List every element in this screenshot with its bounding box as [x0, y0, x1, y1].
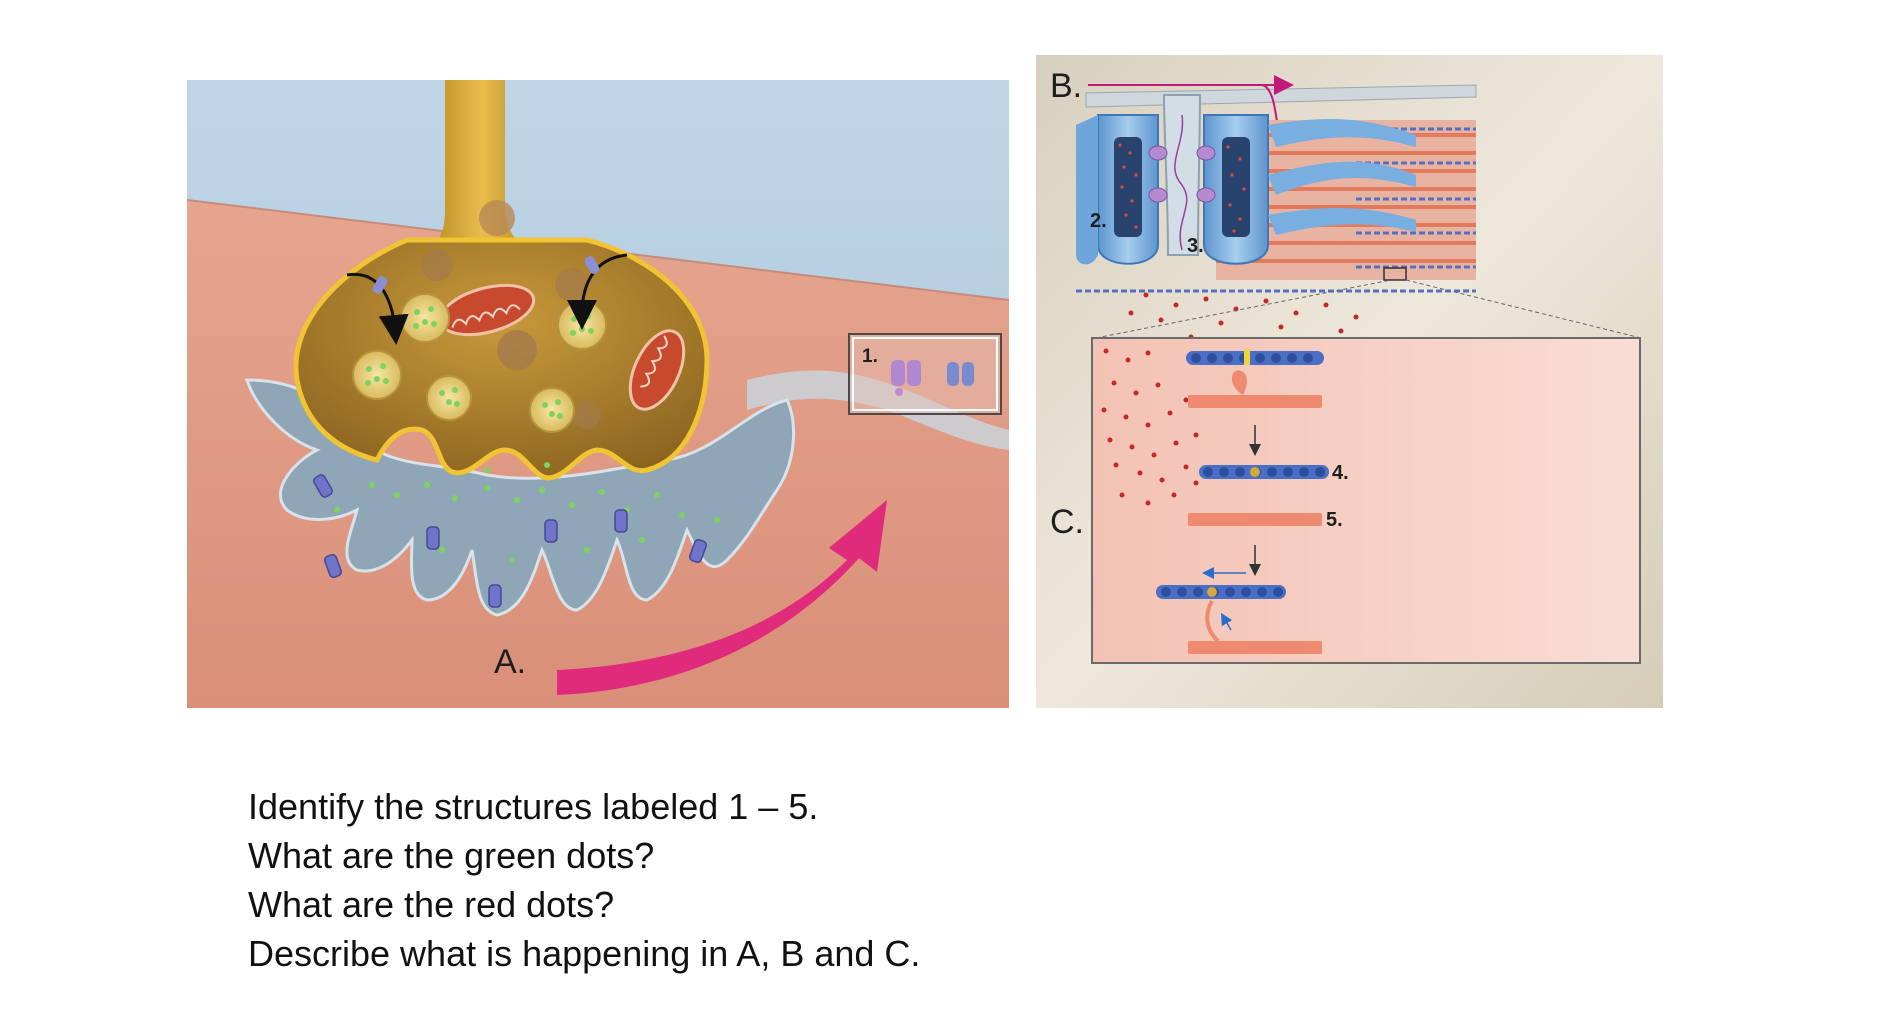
question-2: What are the green dots?: [248, 835, 655, 876]
panel-a-letter: A.: [494, 643, 526, 681]
inset-box-1: [848, 333, 1002, 415]
label-3: 3.: [1187, 235, 1204, 257]
question-list: Identify the structures labeled 1 – 5. W…: [248, 782, 1148, 978]
panel-c-letter: C.: [1050, 503, 1084, 541]
stage-1-resting: [1186, 349, 1324, 408]
question-4: Describe what is happening in A, B and C…: [248, 933, 921, 974]
calcium-ions-c: [1101, 348, 1199, 506]
dhp-ryanodine-receptors: [1148, 145, 1216, 203]
question-1: Identify the structures labeled 1 – 5.: [248, 786, 819, 827]
stage-3-cross-bridge: [1156, 567, 1322, 654]
label-5: 5.: [1326, 509, 1343, 531]
action-potential-arrow: [557, 500, 887, 695]
motor-neuron-axon: [417, 80, 547, 265]
label-4: 4.: [1332, 462, 1349, 484]
label-2: 2.: [1090, 210, 1107, 232]
panel-a-neuromuscular-junction: 1. A.: [187, 80, 1009, 708]
panel-c-zoom-box: [1091, 337, 1641, 664]
panel-b-letter: B.: [1050, 67, 1082, 105]
t-tubule: [1162, 94, 1202, 256]
label-1: 1.: [862, 346, 878, 367]
released-acetylcholine: [334, 462, 720, 563]
panel-bc-excitation-contraction: B. 2. 3. C. 4. 5.: [1036, 55, 1663, 708]
sarcoplasmic-reticulum: [1076, 114, 1416, 265]
question-3: What are the red dots?: [248, 884, 615, 925]
inset-receptor-1: [891, 360, 905, 386]
acetylcholine-receptors: [313, 474, 708, 608]
stage-2-calcium-bound: [1188, 465, 1329, 526]
mitochondrion: [628, 329, 686, 411]
